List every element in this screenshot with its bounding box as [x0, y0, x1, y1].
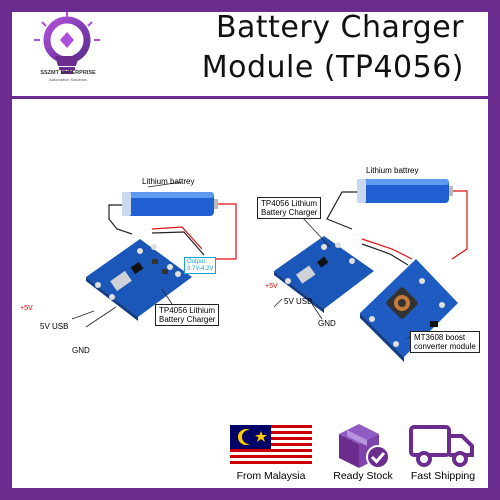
page-title-line-1: Battery Charger [215, 10, 464, 45]
badge-fast-shipping: Fast Shipping [410, 470, 476, 482]
header-divider [12, 96, 488, 99]
left-plus5v-label: +5V [20, 305, 33, 312]
logo-name: SSZMT ENTERPRISE [40, 70, 96, 76]
product-photo: Lithium battrey Output 3.7V-4.2V +5V 5V … [12, 99, 488, 405]
right-usb-label: 5V USB [284, 297, 313, 306]
malaysia-flag-icon [230, 425, 312, 467]
right-battery [357, 179, 453, 203]
right-plus5v-label: +5V [265, 283, 278, 290]
left-callout-lines [71, 181, 183, 328]
page-title-line-2: Module (TP4056) [201, 50, 464, 85]
right-wires [326, 190, 468, 266]
lightbulb-icon [34, 12, 100, 74]
right-module-label: TP4056 Lithium Battery Charger [257, 197, 322, 220]
badge-from-malaysia: From Malaysia [236, 470, 306, 482]
right-battery-label: Lithium battrey [366, 166, 419, 175]
left-output-label: Output 3.7V-4.2V [184, 257, 217, 275]
left-battery [122, 192, 218, 216]
left-usb-label: 5V USB [40, 322, 69, 331]
left-gnd-label: GND [72, 346, 90, 355]
left-module [86, 239, 192, 321]
left-wires [108, 203, 237, 260]
left-module-label: TP4056 Lithium Battery Charger [155, 304, 220, 327]
logo-tagline: Automation Solutions [49, 77, 87, 82]
package-check-icon [339, 424, 390, 469]
right-boost-label: MT3608 boost converter module [410, 331, 480, 354]
left-battery-label: Lithium battrey [142, 177, 195, 186]
right-charger-module [274, 236, 374, 313]
wiring-diagram [71, 179, 468, 362]
right-gnd-label: GND [318, 319, 336, 328]
delivery-truck-icon [409, 425, 474, 467]
badge-ready-stock: Ready Stock [333, 470, 393, 482]
right-boost-module [360, 259, 458, 362]
